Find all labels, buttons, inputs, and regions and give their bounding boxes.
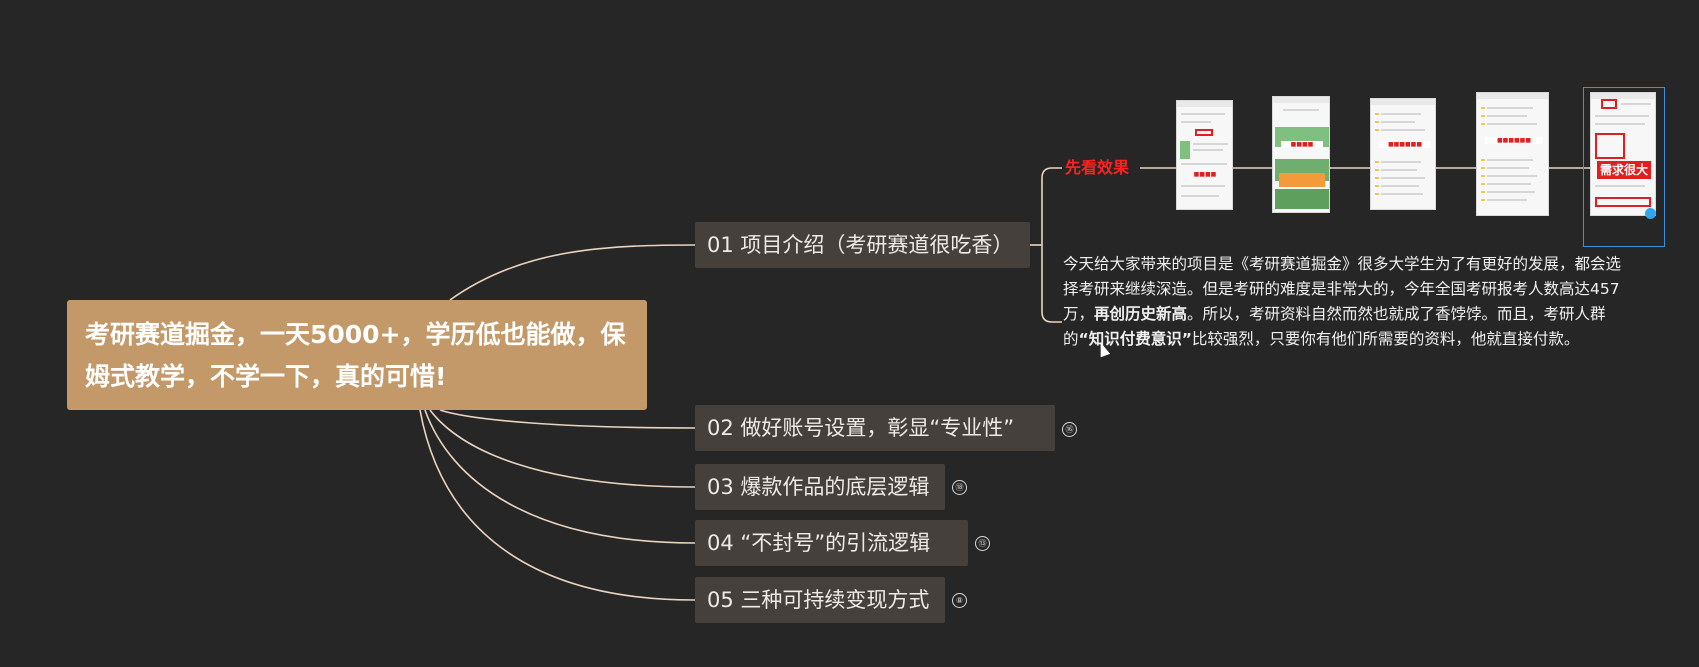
selection-resize-handle[interactable]	[1645, 208, 1656, 219]
branch-05-count-badge[interactable]: ⑧	[952, 593, 967, 608]
connector-fork-down	[1041, 245, 1062, 323]
connector-fork-up	[1041, 167, 1062, 245]
thumb3-red-caption: ■■■■■■	[1379, 141, 1431, 148]
branch-03-label: 03 爆款作品的底层逻辑	[707, 475, 930, 499]
root-topic[interactable]: 考研赛道掘金，一天5000+，学历低也能做，保姆式教学，不学一下，真的可惜!	[67, 300, 647, 410]
branch-02-label: 02 做好账号设置，彰显“专业性”	[707, 416, 1015, 440]
thumb1-red-caption: ■■■■	[1193, 171, 1217, 178]
branch-02-account-setup[interactable]: 02 做好账号设置，彰显“专业性”	[695, 405, 1055, 451]
effect-screenshot-5[interactable]: 需求很大	[1590, 92, 1656, 216]
description-text-1: 今天给大家带来的项目是《考研赛道掘金》很多大学生为了有更好的发展，都会选择考研来…	[1063, 255, 1622, 323]
selection-frame	[1583, 87, 1665, 247]
connector-root-branch-4	[424, 409, 696, 544]
branch-01-project-intro[interactable]: 01 项目介绍（考研赛道很吃香）	[695, 222, 1030, 268]
branch-04-label: 04 “不封号”的引流逻辑	[707, 531, 931, 555]
thumb2-red-caption: ■■■■	[1281, 141, 1323, 148]
effect-screenshot-3[interactable]: ■■■■■■	[1370, 98, 1436, 210]
connector-root-branch-5	[419, 409, 696, 601]
effect-screenshot-4[interactable]: ■■■■■■	[1476, 92, 1549, 216]
connector-root-branch-1	[449, 244, 696, 301]
branch-03-viral-logic[interactable]: 03 爆款作品的底层逻辑	[695, 464, 945, 510]
description-text-2: 。所以，考研资料自然而然也就成了香饽饽。而且，考研人群的	[1063, 305, 1606, 348]
branch-02-count-badge[interactable]: ⑯	[1062, 422, 1077, 437]
branch-04-count-badge[interactable]: ⑬	[975, 536, 990, 551]
thumb5-red-caption: 需求很大	[1597, 161, 1651, 179]
project-description[interactable]: 今天给大家带来的项目是《考研赛道掘金》很多大学生为了有更好的发展，都会选择考研来…	[1063, 252, 1623, 352]
connector-root-branch-2	[439, 409, 696, 429]
effect-screenshot-1[interactable]: ■■■■	[1176, 100, 1233, 210]
effect-screenshot-2[interactable]: ■■■■	[1272, 96, 1330, 213]
connector-root-branch-3	[429, 409, 696, 488]
branch-04-traffic-logic[interactable]: 04 “不封号”的引流逻辑	[695, 520, 968, 566]
branch-03-count-badge[interactable]: ⑱	[952, 480, 967, 495]
branch-05-monetization[interactable]: 05 三种可持续变现方式	[695, 577, 945, 623]
description-bold-2: “知识付费意识”	[1078, 330, 1192, 348]
description-text-3: 比较强烈，只要你有他们所需要的资料，他就直接付款。	[1191, 330, 1580, 348]
branch-05-label: 05 三种可持续变现方式	[707, 588, 930, 612]
root-topic-text: 考研赛道掘金，一天5000+，学历低也能做，保姆式教学，不学一下，真的可惜!	[85, 320, 626, 391]
thumb4-red-caption: ■■■■■■	[1485, 137, 1543, 144]
branch-01-label: 01 项目介绍（考研赛道很吃香）	[707, 233, 1014, 257]
effect-label[interactable]: 先看效果	[1065, 158, 1130, 177]
description-bold-1: 再创历史新高	[1094, 305, 1188, 323]
